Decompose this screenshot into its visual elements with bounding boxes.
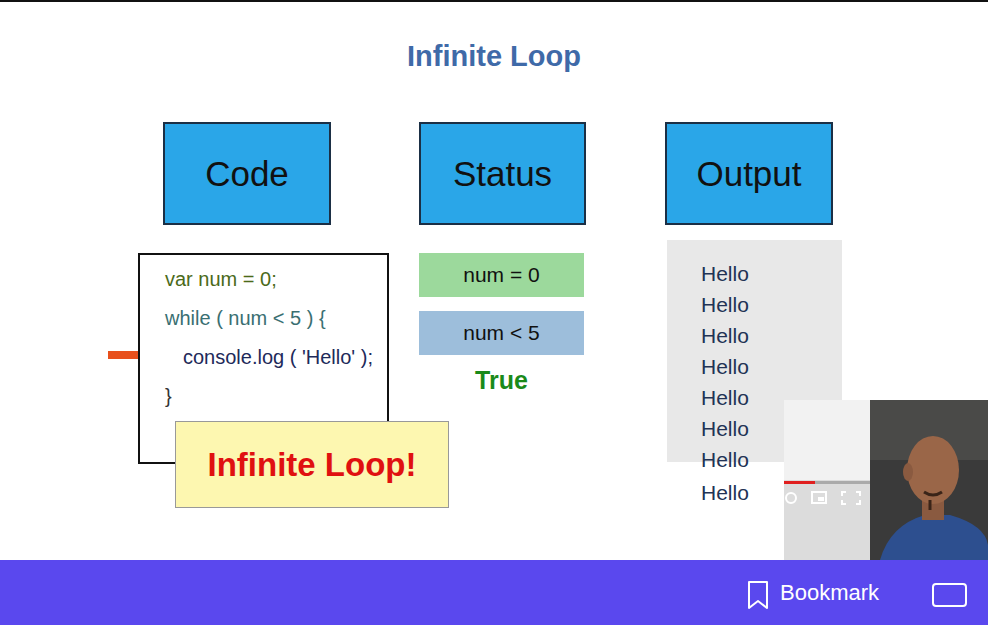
progress-bar: [784, 481, 815, 484]
text-line: Hello: [701, 289, 842, 320]
pip-icon-inner: [818, 497, 824, 501]
text-line: while ( num < 5 ) {: [165, 299, 379, 338]
node-label: Output: [696, 154, 801, 194]
person-goatee: [929, 500, 932, 510]
text-line: }: [165, 377, 379, 416]
text-line: var num = 0;: [165, 260, 379, 299]
webcam-wall: [870, 400, 988, 460]
pip-icon: [812, 492, 826, 503]
text-line: Hello: [701, 444, 842, 475]
slide-title: Infinite Loop: [0, 40, 988, 73]
node-label: Code: [205, 154, 289, 194]
person-shoulders: [880, 515, 988, 560]
node-label: Status: [453, 154, 552, 194]
person-beard: [924, 492, 942, 495]
text-line: Hello: [701, 351, 842, 382]
person-head: [907, 436, 959, 504]
text-line: Hello: [701, 320, 842, 351]
person-ear: [903, 463, 913, 481]
status-result: True: [419, 366, 584, 395]
node-label: num < 5: [463, 321, 539, 345]
text-line: Hello: [701, 258, 842, 289]
webcam-frame: [870, 400, 988, 560]
top-rule: [0, 0, 988, 2]
gear-icon: [786, 493, 796, 503]
text-line: Hello: [701, 382, 842, 413]
bottom-bar: Bookmark: [0, 560, 988, 625]
output-panel: HelloHelloHelloHelloHelloHelloHello: [667, 240, 842, 462]
column-header: Output: [665, 122, 833, 225]
person-neck: [922, 500, 944, 520]
node-label: Infinite Loop!: [208, 446, 417, 484]
text-line: console.log ( 'Hello' );: [183, 338, 379, 377]
status-box: num < 5: [419, 311, 584, 355]
column-header: Status: [419, 122, 586, 225]
status-box: num = 0: [419, 253, 584, 297]
text-line: Hello: [701, 413, 842, 444]
fullscreen-icon: [842, 492, 860, 504]
column-header: Code: [163, 122, 331, 225]
output-line: Hello: [701, 477, 771, 508]
node-label: num = 0: [463, 263, 539, 287]
node-label: Bookmark: [780, 580, 879, 606]
warning-callout: Infinite Loop!: [175, 421, 449, 508]
progress-track: [815, 481, 870, 484]
